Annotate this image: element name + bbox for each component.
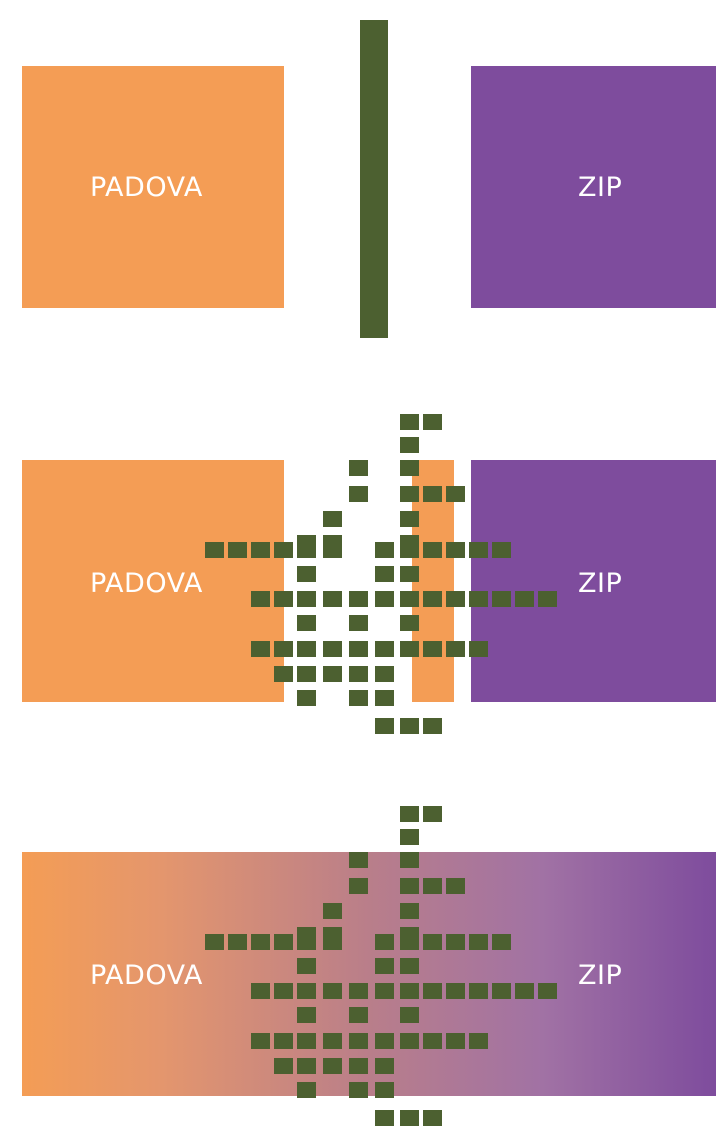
pixel-square <box>323 903 342 919</box>
pixel-square <box>297 1007 316 1023</box>
pixel-square <box>297 1033 316 1049</box>
pixel-square <box>446 983 465 999</box>
pixel-square <box>375 1082 394 1098</box>
pixel-square <box>297 983 316 999</box>
pixel-square <box>251 983 270 999</box>
pixel-square <box>400 903 419 919</box>
pixel-square <box>274 1033 293 1049</box>
pixel-square <box>251 934 270 950</box>
pixel-square <box>375 983 394 999</box>
pixel-square <box>375 958 394 974</box>
pixel-square <box>297 1082 316 1098</box>
pixel-square <box>349 878 368 894</box>
pixel-square <box>274 934 293 950</box>
pixel-square <box>274 983 293 999</box>
pixel-square <box>349 1007 368 1023</box>
pixel-square <box>205 934 224 950</box>
pixel-square <box>492 983 511 999</box>
padova-label: PADOVA <box>90 960 203 991</box>
pixel-square <box>228 934 247 950</box>
pixel-square <box>375 934 394 950</box>
pixel-square <box>297 934 316 950</box>
pixel-square <box>469 934 488 950</box>
pixel-square <box>423 878 442 894</box>
pixel-square <box>423 983 442 999</box>
pixel-square <box>297 958 316 974</box>
pixel-square <box>297 1058 316 1074</box>
pixel-square <box>400 934 419 950</box>
pixel-square <box>400 1033 419 1049</box>
pixel-square <box>446 878 465 894</box>
pixel-square <box>349 1082 368 1098</box>
pixel-square <box>492 934 511 950</box>
zip-label: ZIP <box>578 960 622 991</box>
pixel-square <box>349 1033 368 1049</box>
pixel-square <box>323 934 342 950</box>
pixel-square <box>400 878 419 894</box>
pixel-square <box>349 983 368 999</box>
pixel-square <box>469 1033 488 1049</box>
pixel-square <box>349 852 368 868</box>
pixel-square <box>400 1007 419 1023</box>
pixel-square <box>400 806 419 822</box>
pixel-square <box>400 852 419 868</box>
pixel-square <box>251 1033 270 1049</box>
pixel-square <box>423 806 442 822</box>
pixel-square <box>375 1058 394 1074</box>
pixel-square <box>375 1033 394 1049</box>
pixel-square <box>274 1058 293 1074</box>
pixel-square <box>515 983 534 999</box>
pixel-square <box>469 983 488 999</box>
pixel-square <box>323 983 342 999</box>
pixel-square <box>400 983 419 999</box>
pixel-square <box>423 1033 442 1049</box>
pixel-square <box>400 829 419 845</box>
pixel-square <box>446 1033 465 1049</box>
pixel-square <box>446 934 465 950</box>
pixel-square <box>538 983 557 999</box>
pixel-square <box>349 1058 368 1074</box>
pixel-square <box>323 1033 342 1049</box>
pixel-square <box>400 958 419 974</box>
pixel-square <box>323 1058 342 1074</box>
pixel-square <box>423 934 442 950</box>
